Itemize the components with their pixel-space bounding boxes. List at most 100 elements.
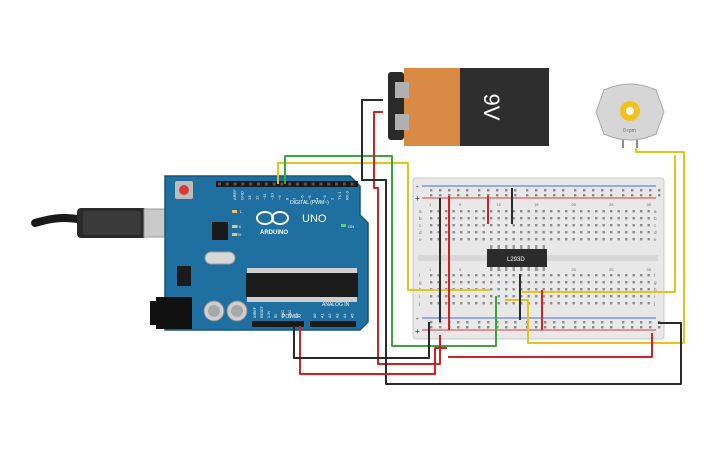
breadboard-hole[interactable] — [475, 224, 478, 227]
breadboard-hole[interactable] — [475, 217, 478, 220]
breadboard-hole[interactable] — [550, 217, 553, 220]
breadboard-hole[interactable] — [520, 231, 523, 234]
header-pin[interactable] — [280, 182, 284, 186]
breadboard-hole[interactable] — [610, 210, 613, 213]
rail-hole[interactable] — [562, 326, 565, 329]
breadboard-hole[interactable] — [475, 274, 478, 277]
breadboard-hole[interactable] — [572, 295, 575, 298]
breadboard-hole[interactable] — [512, 231, 515, 234]
breadboard-hole[interactable] — [520, 217, 523, 220]
rail-hole[interactable] — [466, 194, 469, 197]
breadboard-hole[interactable] — [587, 238, 590, 241]
breadboard-hole[interactable] — [572, 217, 575, 220]
breadboard-hole[interactable] — [527, 295, 530, 298]
breadboard-hole[interactable] — [445, 302, 448, 305]
breadboard-hole[interactable] — [527, 224, 530, 227]
breadboard-hole[interactable] — [647, 210, 650, 213]
breadboard-hole[interactable] — [467, 274, 470, 277]
breadboard-hole[interactable] — [580, 274, 583, 277]
rail-hole[interactable] — [430, 321, 433, 324]
rail-hole[interactable] — [487, 194, 490, 197]
breadboard-hole[interactable] — [437, 302, 440, 305]
breadboard-hole[interactable] — [542, 274, 545, 277]
breadboard-hole[interactable] — [460, 295, 463, 298]
breadboard-hole[interactable] — [550, 231, 553, 234]
breadboard-hole[interactable] — [617, 217, 620, 220]
breadboard-hole[interactable] — [535, 288, 538, 291]
breadboard-hole[interactable] — [527, 210, 530, 213]
rail-hole[interactable] — [457, 326, 460, 329]
breadboard-hole[interactable] — [542, 231, 545, 234]
breadboard-hole[interactable] — [640, 217, 643, 220]
breadboard-hole[interactable] — [587, 231, 590, 234]
header-pin[interactable] — [225, 182, 229, 186]
breadboard-hole[interactable] — [632, 302, 635, 305]
breadboard-hole[interactable] — [640, 295, 643, 298]
breadboard-hole[interactable] — [535, 224, 538, 227]
rail-hole[interactable] — [640, 194, 643, 197]
breadboard-hole[interactable] — [610, 288, 613, 291]
rail-hole[interactable] — [553, 326, 556, 329]
breadboard-hole[interactable] — [460, 217, 463, 220]
breadboard-hole[interactable] — [565, 217, 568, 220]
breadboard-hole[interactable] — [430, 231, 433, 234]
breadboard-hole[interactable] — [557, 302, 560, 305]
breadboard-hole[interactable] — [580, 302, 583, 305]
rail-hole[interactable] — [439, 194, 442, 197]
breadboard-hole[interactable] — [625, 288, 628, 291]
breadboard-hole[interactable] — [505, 281, 508, 284]
breadboard-hole[interactable] — [565, 238, 568, 241]
rail-hole[interactable] — [583, 326, 586, 329]
breadboard-hole[interactable] — [617, 295, 620, 298]
rail-hole[interactable] — [553, 189, 556, 192]
breadboard-hole[interactable] — [565, 231, 568, 234]
breadboard-hole[interactable] — [610, 302, 613, 305]
rail-hole[interactable] — [514, 321, 517, 324]
breadboard-hole[interactable] — [557, 217, 560, 220]
breadboard-hole[interactable] — [632, 288, 635, 291]
breadboard-hole[interactable] — [482, 274, 485, 277]
breadboard-hole[interactable] — [490, 231, 493, 234]
rail-hole[interactable] — [631, 189, 634, 192]
breadboard-hole[interactable] — [535, 231, 538, 234]
breadboard-hole[interactable] — [617, 238, 620, 241]
breadboard-hole[interactable] — [647, 238, 650, 241]
breadboard-hole[interactable] — [580, 231, 583, 234]
breadboard-hole[interactable] — [482, 281, 485, 284]
breadboard-hole[interactable] — [475, 281, 478, 284]
rail-hole[interactable] — [478, 189, 481, 192]
breadboard-hole[interactable] — [527, 217, 530, 220]
rail-hole[interactable] — [535, 326, 538, 329]
breadboard-hole[interactable] — [610, 224, 613, 227]
breadboard-hole[interactable] — [520, 238, 523, 241]
breadboard-hole[interactable] — [587, 288, 590, 291]
breadboard-hole[interactable] — [572, 274, 575, 277]
breadboard-hole[interactable] — [550, 210, 553, 213]
breadboard-hole[interactable] — [512, 210, 515, 213]
rail-hole[interactable] — [649, 189, 652, 192]
breadboard-hole[interactable] — [505, 274, 508, 277]
breadboard-hole[interactable] — [557, 288, 560, 291]
breadboard-hole[interactable] — [475, 302, 478, 305]
breadboard-hole[interactable] — [542, 238, 545, 241]
breadboard-hole[interactable] — [512, 302, 515, 305]
breadboard-hole[interactable] — [550, 295, 553, 298]
breadboard-hole[interactable] — [490, 274, 493, 277]
breadboard-hole[interactable] — [595, 210, 598, 213]
usb-cable[interactable] — [31, 208, 173, 238]
breadboard-hole[interactable] — [565, 281, 568, 284]
breadboard-hole[interactable] — [512, 238, 515, 241]
breadboard-hole[interactable] — [460, 274, 463, 277]
l293d-chip[interactable]: L293D — [487, 245, 547, 271]
breadboard-hole[interactable] — [482, 217, 485, 220]
breadboard-hole[interactable] — [610, 281, 613, 284]
rail-hole[interactable] — [439, 189, 442, 192]
breadboard-hole[interactable] — [497, 210, 500, 213]
rail-hole[interactable] — [487, 189, 490, 192]
rail-hole[interactable] — [535, 194, 538, 197]
header-pin[interactable] — [296, 182, 299, 186]
breadboard-hole[interactable] — [647, 288, 650, 291]
breadboard-hole[interactable] — [632, 281, 635, 284]
rail-hole[interactable] — [649, 194, 652, 197]
header-pin[interactable] — [241, 182, 245, 186]
